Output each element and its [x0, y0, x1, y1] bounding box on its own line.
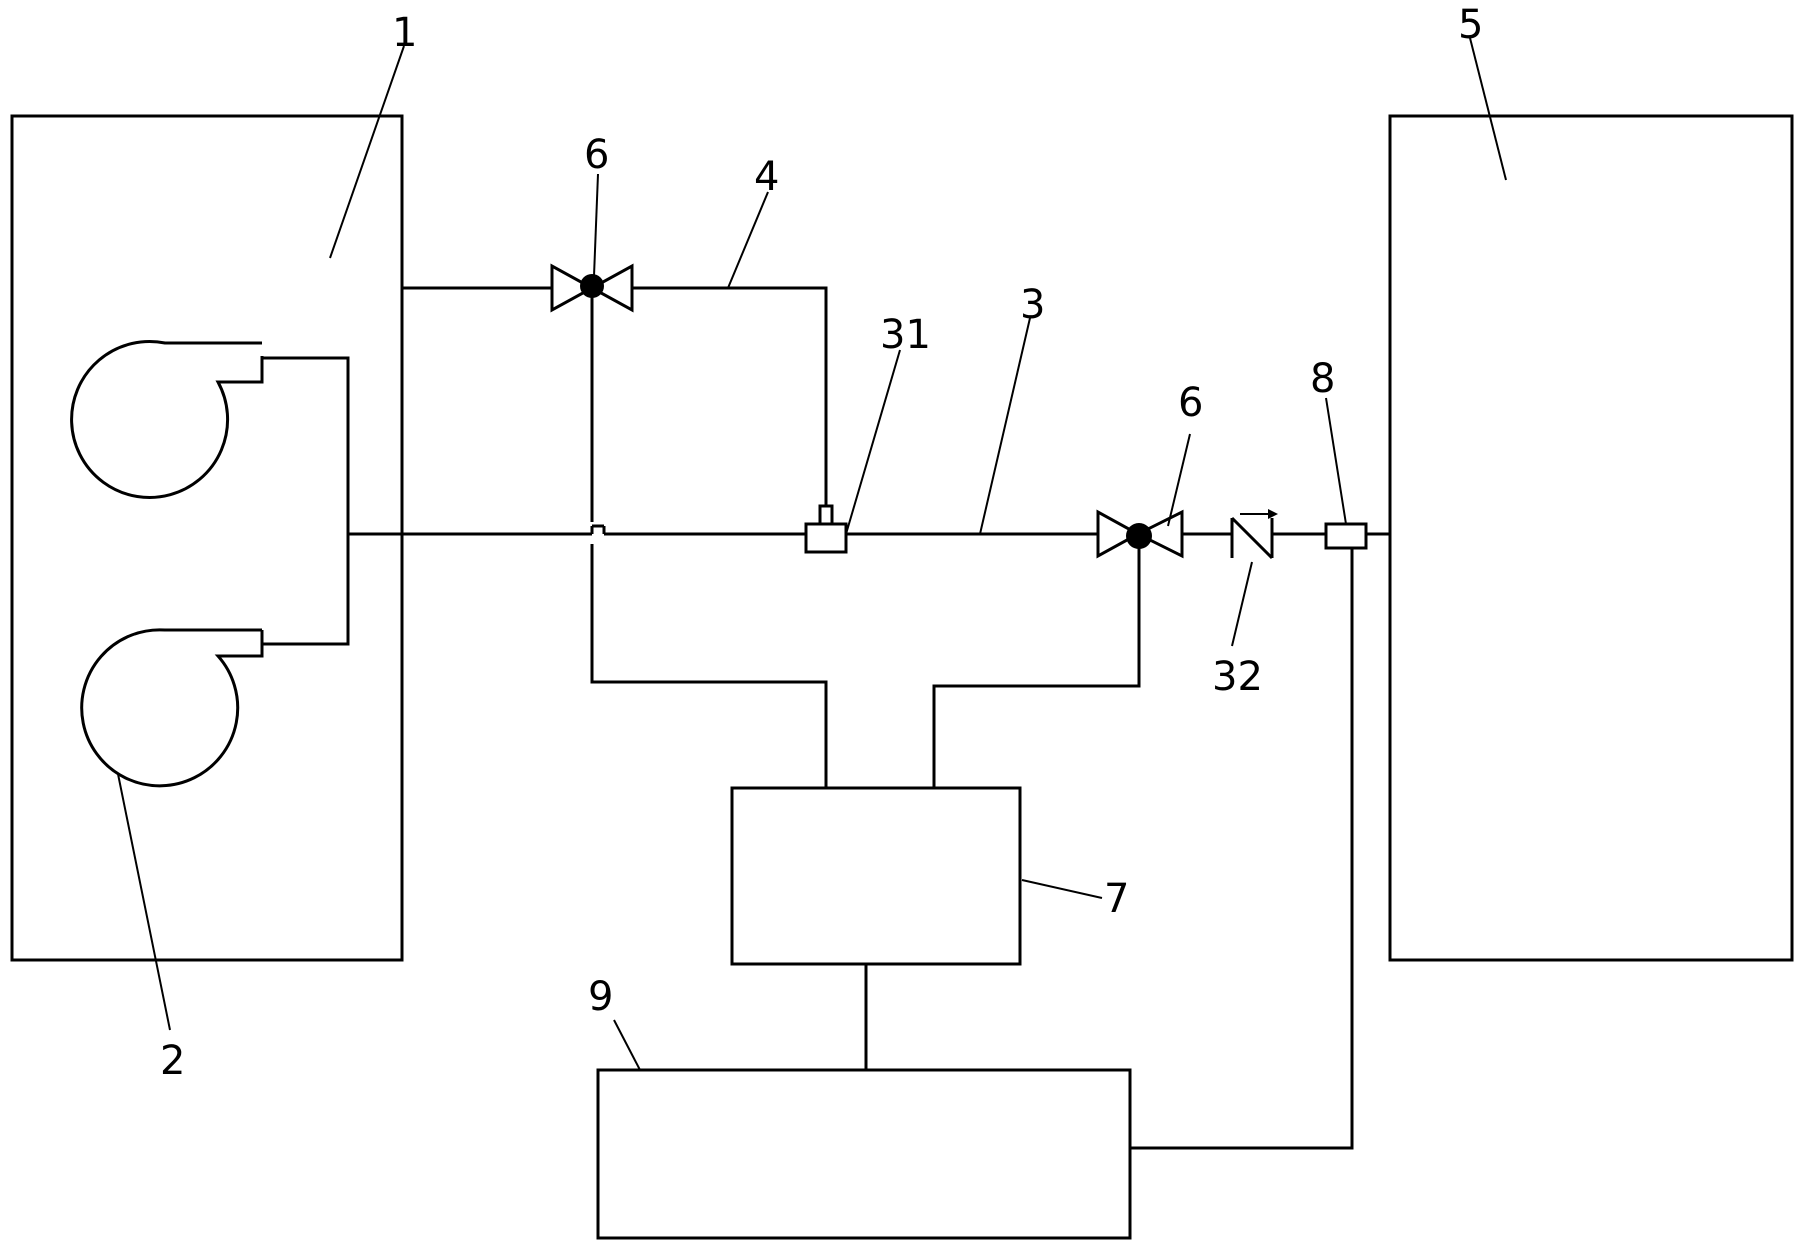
label-8: 8: [1310, 356, 1335, 402]
blower-lower: [80, 628, 264, 788]
label-9: 9: [588, 974, 613, 1020]
leader-8: [1325, 397, 1347, 525]
sensor-8: [1324, 522, 1368, 550]
check-valve-32: [1230, 509, 1278, 560]
blower-upper: [70, 339, 264, 499]
label-32: 32: [1212, 654, 1263, 700]
label-7: 7: [1104, 876, 1129, 922]
leader-1: [329, 45, 405, 259]
label-3: 3: [1020, 282, 1045, 328]
leader-5: [1469, 37, 1507, 181]
controller-7-box: [730, 786, 1022, 966]
label-1: 1: [392, 10, 417, 56]
leader-2: [117, 773, 171, 1031]
label-2: 2: [160, 1038, 185, 1084]
label-6-upper: 6: [584, 132, 609, 178]
label-31: 31: [880, 312, 931, 358]
pipe-4-line: [402, 286, 828, 506]
valve-6-lower: [1096, 509, 1184, 559]
tank-5-box: [1388, 114, 1794, 962]
leader-32: [1231, 561, 1253, 647]
leader-31: [845, 349, 901, 535]
leader-4: [727, 191, 769, 289]
blower-manifold: [262, 356, 592, 646]
sensor-8-signal-line: [1130, 548, 1354, 1150]
nozzle-31: [804, 504, 848, 554]
leader-6-lower: [1167, 433, 1191, 527]
leader-9: [613, 1019, 641, 1071]
leader-7: [1021, 879, 1103, 899]
leader-6-upper: [593, 173, 599, 277]
tank-1-box: [10, 114, 404, 962]
unit-9-box: [596, 1068, 1132, 1240]
label-6-lower: 6: [1178, 380, 1203, 426]
valve-6-lower-control-line: [932, 536, 1141, 788]
valve-6-upper-control-line: [590, 286, 828, 788]
pipe-3-line: [590, 524, 806, 536]
leader-3: [979, 317, 1031, 535]
label-4: 4: [754, 154, 779, 200]
label-5: 5: [1458, 2, 1483, 48]
